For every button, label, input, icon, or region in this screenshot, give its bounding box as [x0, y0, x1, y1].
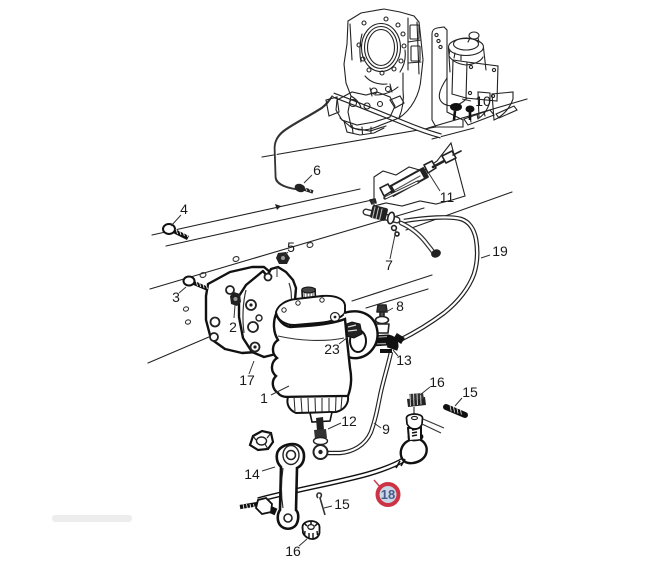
svg-text:7: 7 — [385, 257, 393, 273]
svg-text:3: 3 — [172, 289, 180, 305]
svg-text:6: 6 — [313, 162, 321, 178]
svg-text:23: 23 — [324, 341, 340, 357]
svg-text:4: 4 — [180, 201, 188, 217]
svg-text:1: 1 — [260, 390, 268, 406]
svg-text:14: 14 — [244, 466, 260, 482]
svg-text:12: 12 — [341, 413, 357, 429]
svg-text:9: 9 — [382, 421, 390, 437]
svg-text:15: 15 — [334, 496, 350, 512]
svg-text:17: 17 — [239, 372, 255, 388]
svg-text:8: 8 — [396, 298, 404, 314]
svg-text:13: 13 — [396, 352, 412, 368]
svg-text:11: 11 — [440, 189, 455, 205]
svg-text:15: 15 — [462, 384, 478, 400]
svg-text:10: 10 — [475, 93, 491, 109]
svg-text:16: 16 — [429, 374, 445, 390]
svg-text:19: 19 — [492, 243, 508, 259]
svg-text:18: 18 — [381, 487, 395, 502]
svg-text:16: 16 — [285, 543, 301, 559]
svg-text:5: 5 — [287, 239, 295, 255]
svg-text:2: 2 — [229, 319, 237, 335]
